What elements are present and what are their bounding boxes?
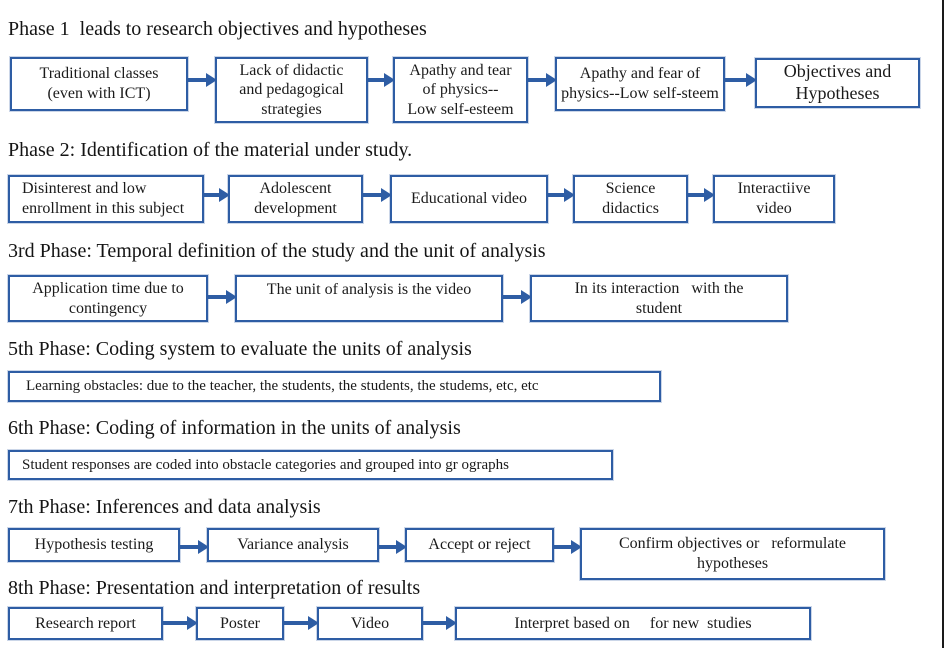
phase3-heading: 3rd Phase: Temporal definition of the st… <box>8 240 546 262</box>
flow-box: Apathy and fear of physics--Low self-ste… <box>555 57 725 111</box>
flow-box: Confirm objectives or reformulate hypoth… <box>580 528 885 580</box>
right-edge-line <box>942 0 944 648</box>
flow-box: Hypothesis testing <box>8 528 180 562</box>
flow-arrow-icon <box>202 188 230 202</box>
arrow-head <box>384 73 395 87</box>
flow-box: Accept or reject <box>405 528 554 562</box>
flow-box: Disinterest and low enrollment in this s… <box>8 175 204 223</box>
arrow-shaft <box>206 295 226 299</box>
arrow-head <box>746 73 757 87</box>
arrow-shaft <box>202 193 219 197</box>
flow-arrow-icon <box>161 616 198 630</box>
arrow-shaft <box>723 78 746 82</box>
arrow-head <box>226 290 237 304</box>
flow-box: Poster <box>196 607 284 640</box>
phase8-heading: 8th Phase: Presentation and interpretati… <box>8 577 421 599</box>
phase5-heading: 5th Phase: Coding system to evaluate the… <box>8 338 472 360</box>
arrow-shaft <box>686 193 704 197</box>
arrow-head <box>396 540 407 554</box>
flow-box: Interpret based on for new studies <box>455 607 811 640</box>
flow-box: Learning obstacles: due to the teacher, … <box>8 371 661 402</box>
flow-arrow-icon <box>366 73 395 87</box>
flow-box: Lack of didactic and pedagogical strateg… <box>215 57 368 123</box>
arrow-shaft <box>377 545 396 549</box>
flow-box: Educational video <box>390 175 548 223</box>
flow-box: Video <box>317 607 423 640</box>
arrow-head <box>308 616 319 630</box>
arrow-head <box>198 540 209 554</box>
flow-arrow-icon <box>501 290 532 304</box>
flow-arrow-icon <box>546 188 575 202</box>
flow-box: The unit of analysis is the video <box>235 275 503 322</box>
flow-box: Application time due to contingency <box>8 275 208 322</box>
flow-arrow-icon <box>361 188 392 202</box>
flow-box: Traditional classes (even with ICT) <box>10 57 188 111</box>
arrow-head <box>521 290 532 304</box>
arrow-shaft <box>186 78 206 82</box>
flow-box: Adolescent development <box>228 175 363 223</box>
arrow-shaft <box>501 295 521 299</box>
flow-arrow-icon <box>723 73 757 87</box>
flow-arrow-icon <box>186 73 217 87</box>
arrow-shaft <box>178 545 198 549</box>
arrow-shaft <box>526 78 546 82</box>
phase1-heading: Phase 1 leads to research objectives and… <box>8 18 427 40</box>
arrow-shaft <box>361 193 381 197</box>
arrow-head <box>381 188 392 202</box>
flow-box: In its interaction with the student <box>530 275 788 322</box>
arrow-head <box>546 73 557 87</box>
phase7-heading: 7th Phase: Inferences and data analysis <box>8 496 321 518</box>
phase2-heading: Phase 2: Identification of the material … <box>8 139 413 161</box>
arrow-head <box>219 188 230 202</box>
flow-arrow-icon <box>552 540 582 554</box>
flow-box: Research report <box>8 607 163 640</box>
flow-box: Objectives and Hypotheses <box>755 58 920 108</box>
flow-arrow-icon <box>526 73 557 87</box>
arrow-head <box>571 540 582 554</box>
flow-arrow-icon <box>178 540 209 554</box>
flow-arrow-icon <box>377 540 407 554</box>
arrow-shaft <box>552 545 571 549</box>
flow-box: Science didactics <box>573 175 688 223</box>
flow-box: Interactiive video <box>713 175 835 223</box>
arrow-head <box>704 188 715 202</box>
arrow-shaft <box>161 621 187 625</box>
flow-arrow-icon <box>282 616 319 630</box>
arrow-shaft <box>282 621 308 625</box>
arrow-shaft <box>366 78 384 82</box>
arrow-shaft <box>546 193 564 197</box>
flow-arrow-icon <box>686 188 715 202</box>
arrow-head <box>187 616 198 630</box>
arrow-head <box>206 73 217 87</box>
flow-arrow-icon <box>206 290 237 304</box>
flow-box: Apathy and tear of physics-- Low self-es… <box>393 57 528 123</box>
flow-box: Variance analysis <box>207 528 379 562</box>
arrow-head <box>564 188 575 202</box>
phase6-heading: 6th Phase: Coding of information in the … <box>8 417 461 439</box>
arrow-head <box>446 616 457 630</box>
flow-arrow-icon <box>421 616 457 630</box>
arrow-shaft <box>421 621 446 625</box>
flow-box: Student responses are coded into obstacl… <box>8 450 613 480</box>
